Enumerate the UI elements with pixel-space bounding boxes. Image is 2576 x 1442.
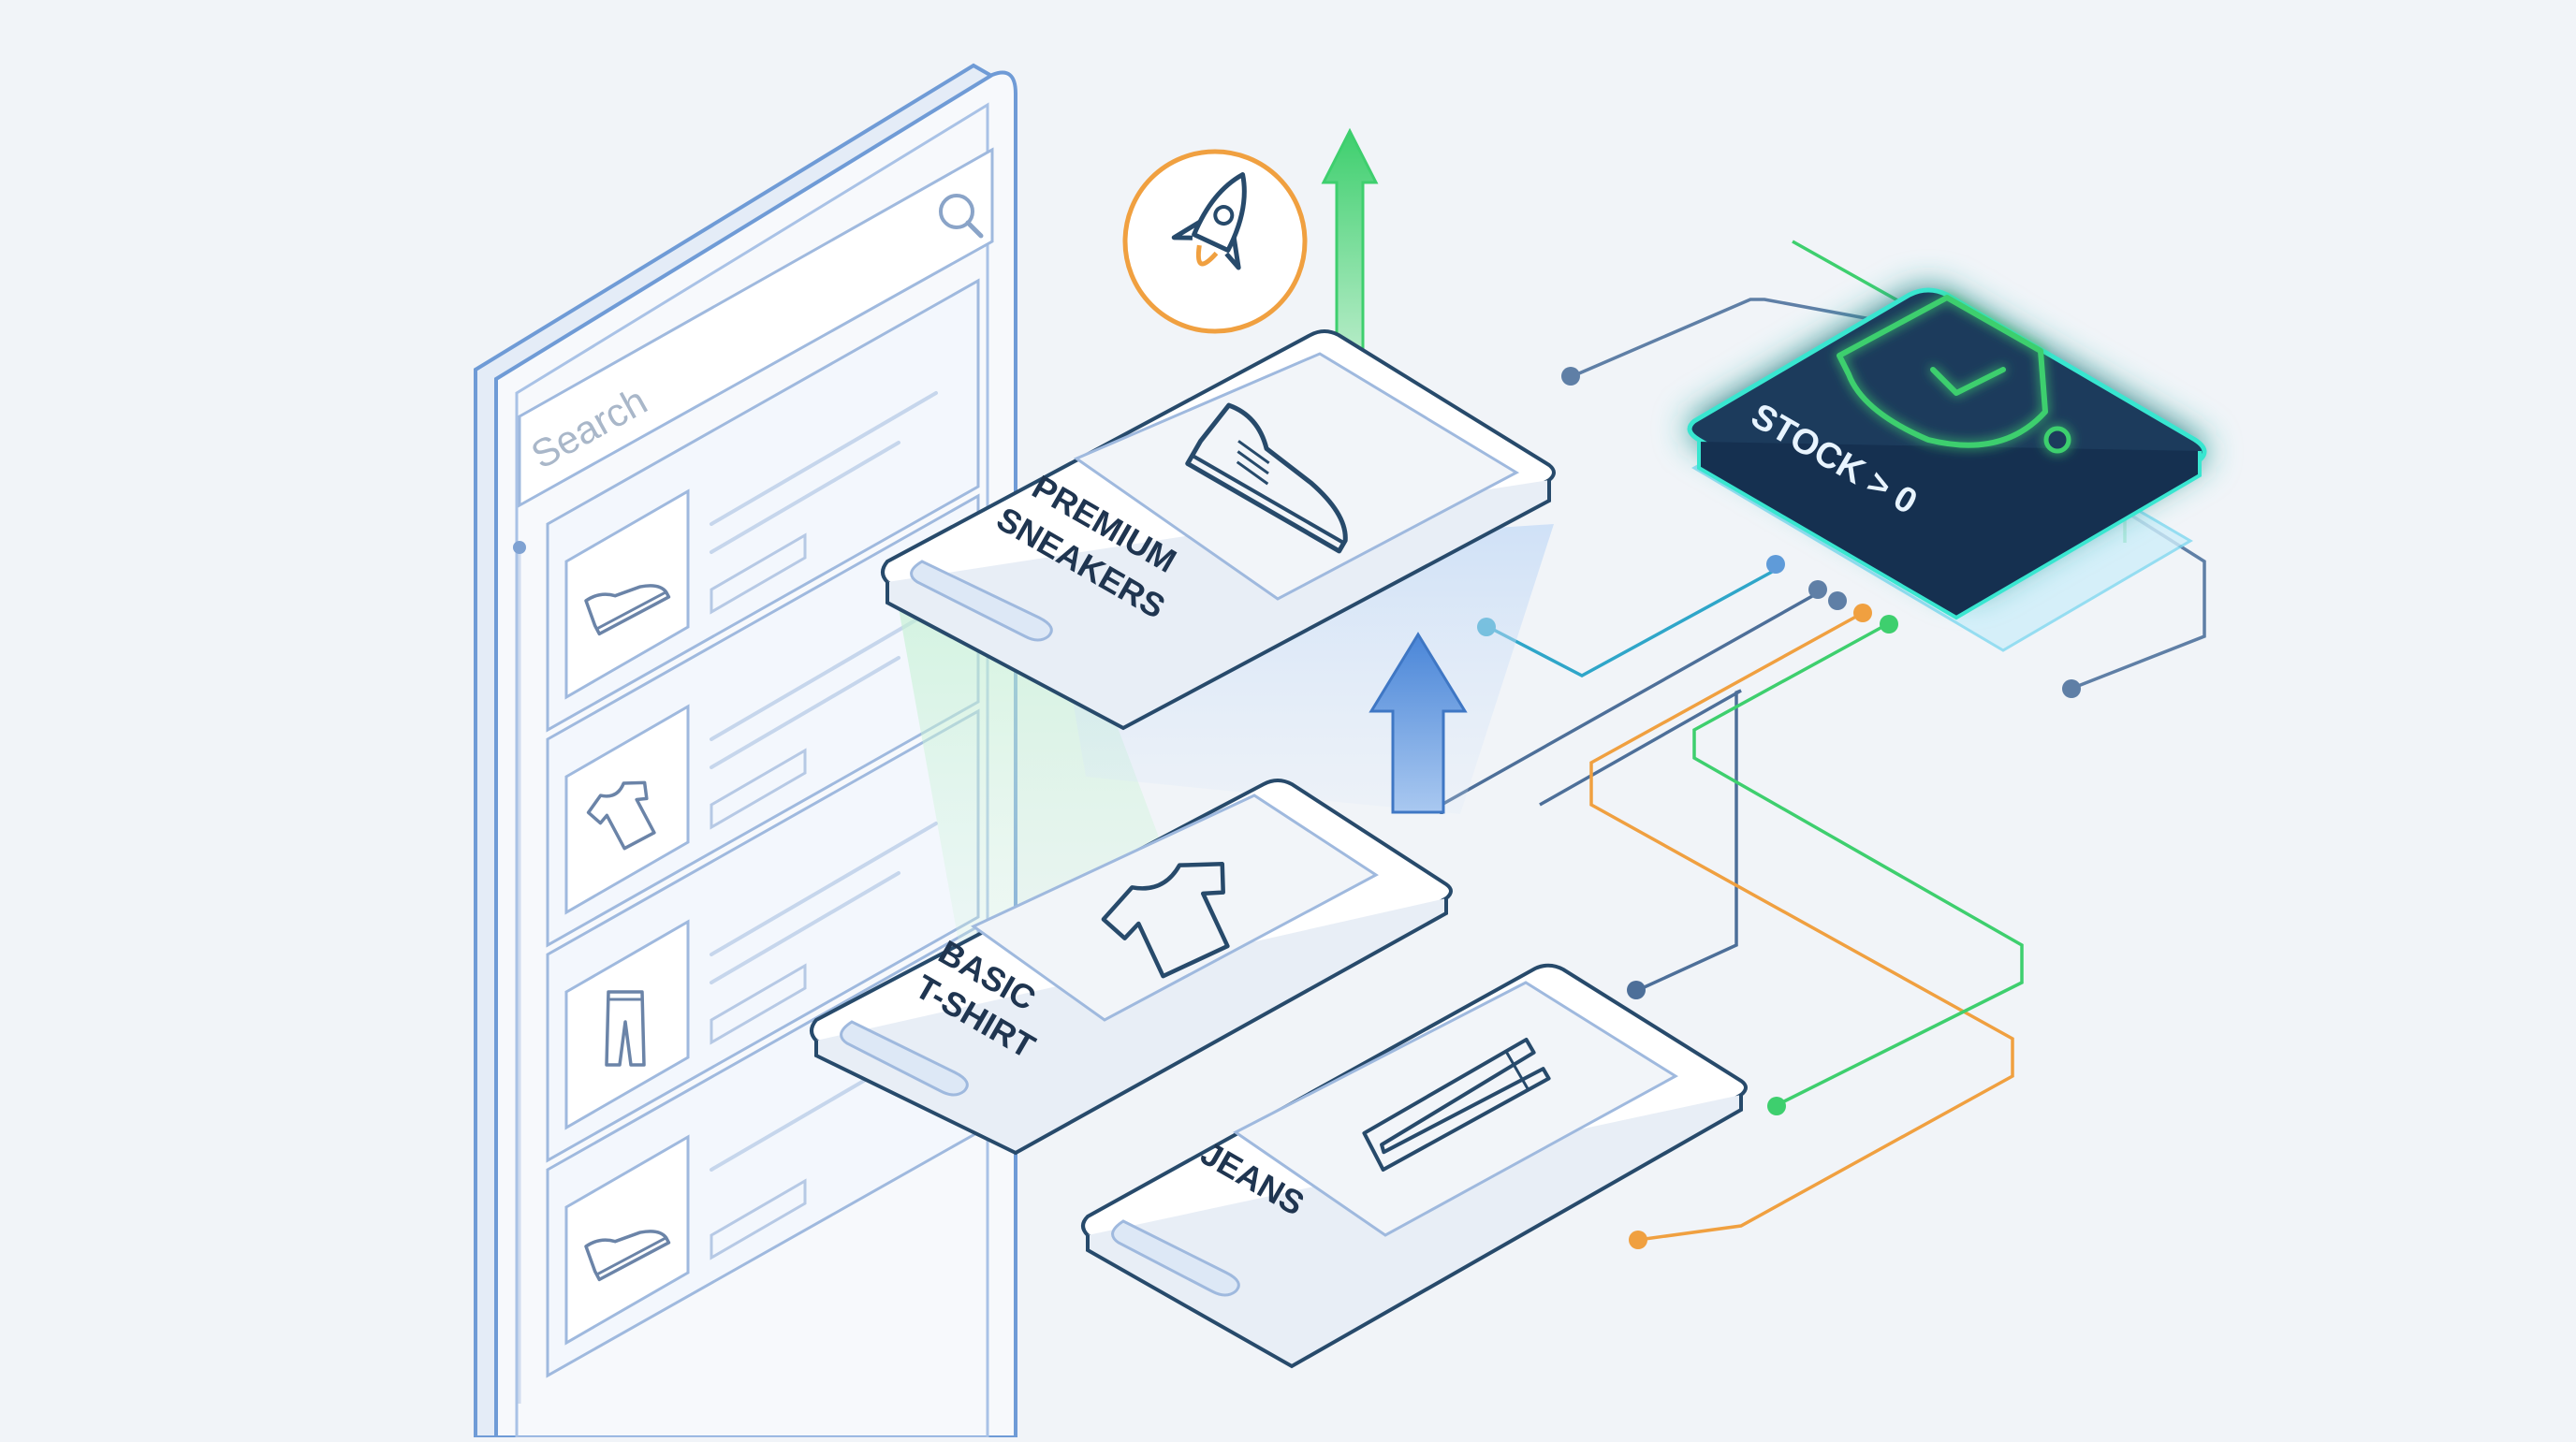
boost-arrow xyxy=(1321,127,1379,357)
shield-check-icon xyxy=(1837,295,2071,454)
scrollbar[interactable] xyxy=(513,541,526,1404)
tshirt-icon xyxy=(586,780,656,851)
jeans-icon xyxy=(1362,1037,1551,1173)
jeans-icon xyxy=(605,990,646,1067)
tshirt-icon xyxy=(1101,861,1230,979)
rocket-icon xyxy=(1171,172,1247,270)
sneaker-icon xyxy=(584,1230,671,1282)
product-card-premium-sneakers[interactable]: PREMIUM SNEAKERS xyxy=(881,329,1556,731)
product-card-jeans[interactable]: JEANS xyxy=(1081,963,1748,1369)
sneaker-icon xyxy=(1185,402,1348,554)
list-item[interactable] xyxy=(546,708,980,1163)
rocket-badge xyxy=(1122,149,1308,334)
sneaker-icon xyxy=(584,584,671,636)
rank-up-arrow xyxy=(1368,632,1468,814)
product-list-panel: Search xyxy=(474,63,1017,1439)
list-item[interactable] xyxy=(546,278,980,733)
stock-gate: STOCK > 0 xyxy=(1687,287,2207,652)
product-card-basic-tshirt[interactable]: BASIC T-SHIRT xyxy=(810,779,1453,1156)
search-icon[interactable] xyxy=(939,194,984,239)
